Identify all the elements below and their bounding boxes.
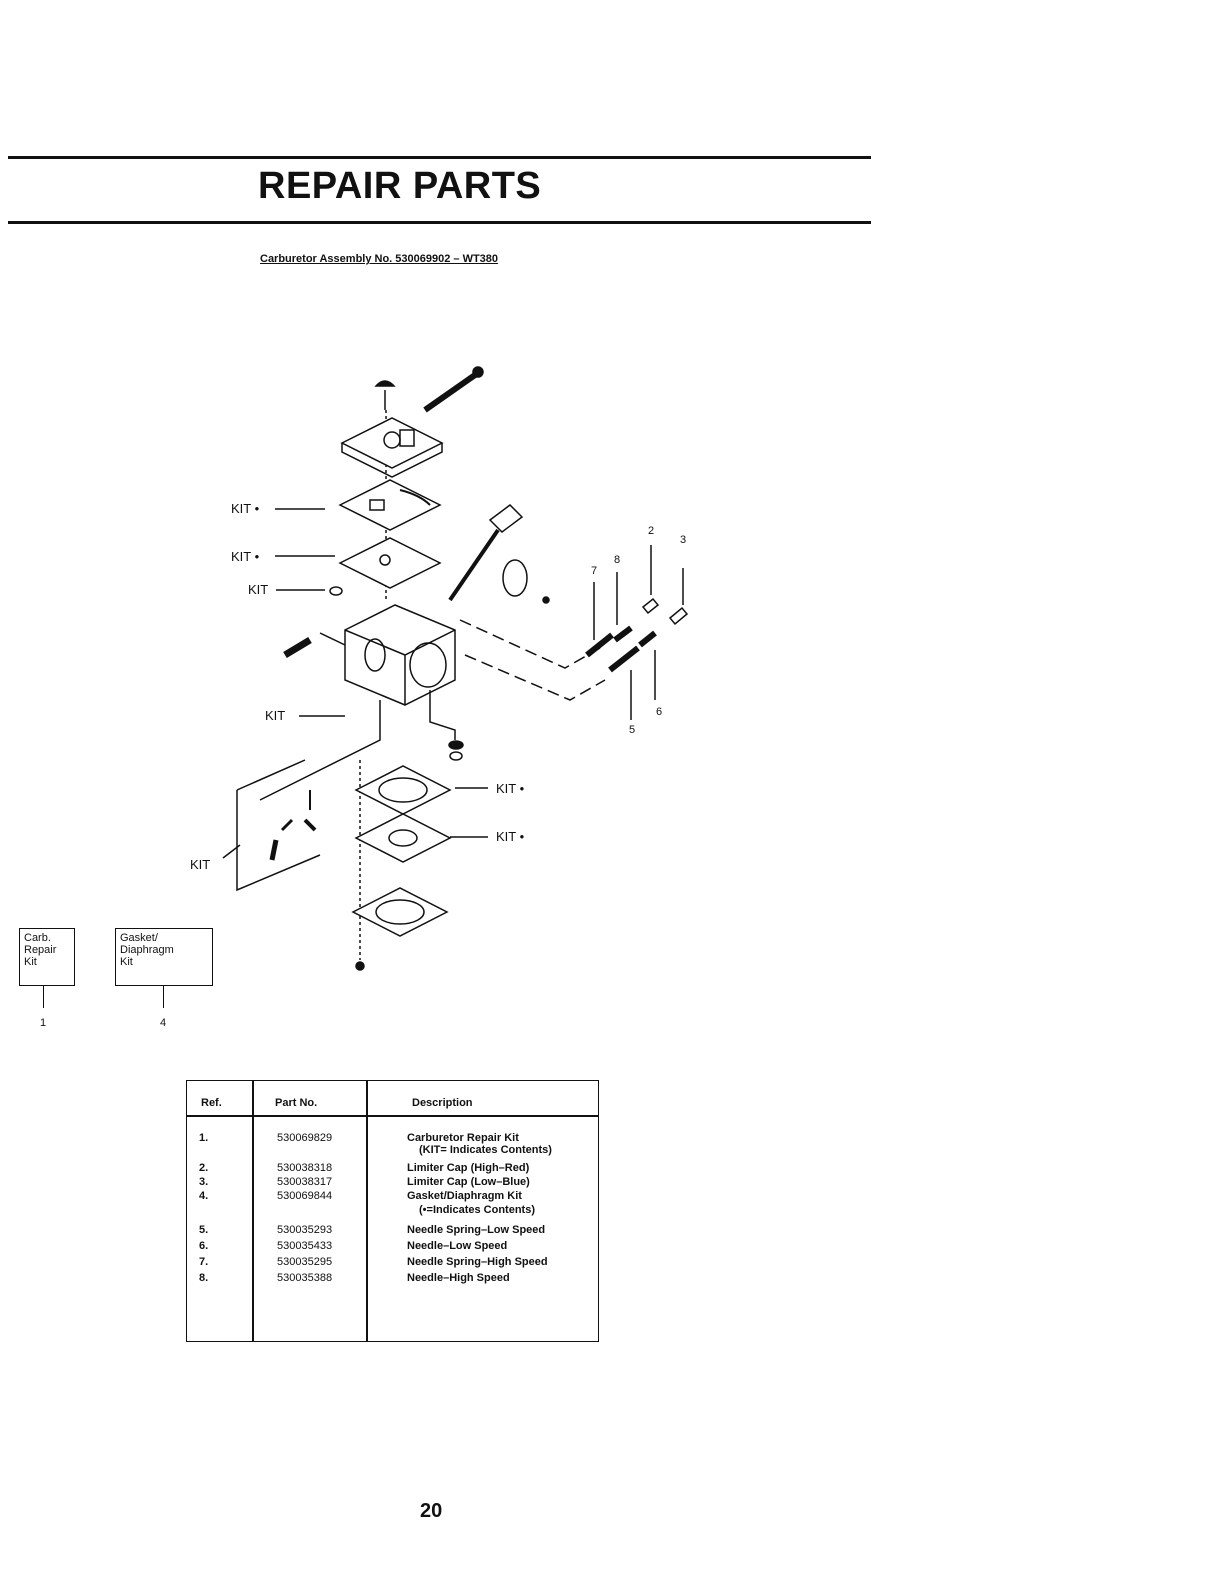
table-row: 2. 530038318 Limiter Cap (High–Red) bbox=[199, 1162, 530, 1174]
legend-carb-line-1: Carb. bbox=[24, 932, 51, 944]
assembly-title: Carburetor Assembly No. 530069902 – WT38… bbox=[260, 253, 499, 265]
kit-label-pump-gasket: KIT • bbox=[496, 829, 525, 844]
header-ref: Ref. bbox=[201, 1097, 222, 1109]
kit-label-pump-diaphragm: KIT • bbox=[496, 781, 525, 796]
legend-carb-line-3: Kit bbox=[24, 956, 37, 968]
ref-number-5: 5 bbox=[629, 724, 636, 736]
table-row: 4. 530069844 Gasket/Diaphragm Kit bbox=[199, 1190, 522, 1202]
kit-label-metering-gasket: KIT • bbox=[231, 549, 260, 564]
table-row: 3. 530038317 Limiter Cap (Low–Blue) bbox=[199, 1176, 530, 1188]
bottom-rule bbox=[8, 221, 871, 224]
page-number: 20 bbox=[420, 1500, 443, 1522]
kit-label-inlet-needle: KIT bbox=[190, 857, 211, 872]
table-row: 7. 530035295 Needle Spring–High Speed bbox=[199, 1256, 548, 1268]
metering-diaphragm bbox=[338, 479, 442, 531]
top-rule bbox=[8, 156, 871, 159]
pump-diaphragm bbox=[354, 765, 452, 815]
parts-table: Ref. Part No. Description 1. 530069829 C… bbox=[186, 1080, 599, 1342]
carburetor-body bbox=[344, 604, 456, 706]
ref-number-6: 6 bbox=[656, 706, 663, 718]
header-description: Description bbox=[412, 1097, 473, 1109]
table-row: 1. 530069829 Carburetor Repair Kit bbox=[199, 1132, 519, 1144]
legend-carb-repair-kit: Carb. Repair Kit bbox=[19, 928, 75, 986]
table-row: (•=Indicates Contents) bbox=[419, 1204, 536, 1216]
table-row: 6. 530035433 Needle–Low Speed bbox=[199, 1240, 508, 1252]
ref-number-3: 3 bbox=[680, 534, 687, 546]
table-row: (KIT= Indicates Contents) bbox=[419, 1144, 552, 1156]
header-part-no: Part No. bbox=[275, 1097, 318, 1109]
legend-gasket-line-1: Gasket/ bbox=[120, 932, 158, 944]
legend-carb-ref: 1 bbox=[40, 1017, 47, 1029]
legend-gasket-line-3: Kit bbox=[120, 956, 133, 968]
ref-number-2: 2 bbox=[648, 525, 655, 537]
pump-gasket bbox=[354, 813, 452, 863]
kit-label-metering-diaphragm: KIT • bbox=[231, 501, 260, 516]
pump-cover bbox=[351, 887, 449, 937]
metering-gasket bbox=[338, 537, 442, 589]
kit-label-body-screw: KIT bbox=[265, 708, 286, 723]
table-row: 5. 530035293 Needle Spring–Low Speed bbox=[199, 1224, 546, 1236]
ref-number-8: 8 bbox=[614, 554, 621, 566]
ref-number-7: 7 bbox=[591, 565, 598, 577]
table-row: 8. 530035388 Needle–High Speed bbox=[199, 1272, 510, 1284]
top-cover bbox=[340, 417, 444, 469]
legend-gasket-ref: 4 bbox=[160, 1017, 167, 1029]
legend-gasket-line-2: Diaphragm bbox=[120, 944, 174, 956]
legend-carb-line-2: Repair bbox=[24, 944, 57, 956]
kit-label-washer: KIT bbox=[248, 582, 269, 597]
legend-gasket-diaphragm-kit: Gasket/ Diaphragm Kit bbox=[115, 928, 213, 986]
page-title: REPAIR PARTS bbox=[258, 165, 542, 207]
